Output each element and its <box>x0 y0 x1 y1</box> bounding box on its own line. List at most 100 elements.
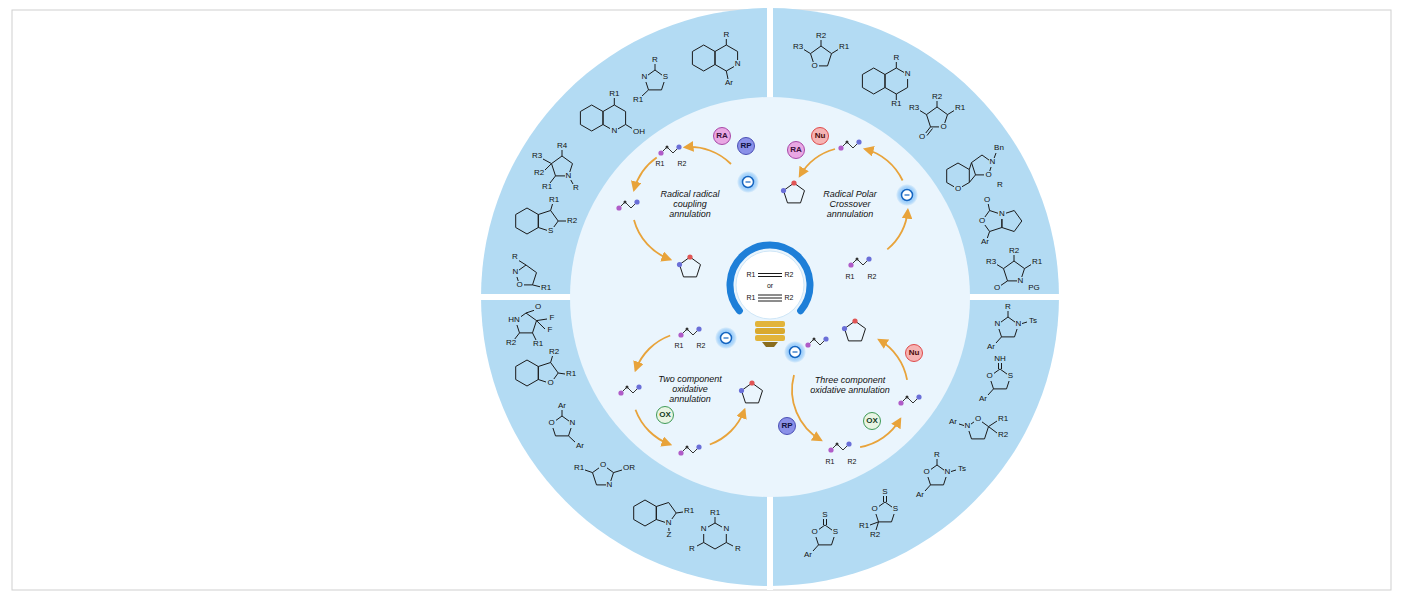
substituent-label: R1 <box>674 342 685 350</box>
molecule-structure <box>634 500 657 526</box>
intermediate-sketch <box>678 444 701 455</box>
atom-label: F <box>549 314 556 323</box>
light-bulb <box>758 298 782 299</box>
atom-label: Ar <box>803 551 813 560</box>
substituent-label: R2 <box>696 342 707 350</box>
molecule-structure <box>580 105 603 131</box>
molecule-structure <box>896 62 897 68</box>
atom-label: O <box>984 171 992 180</box>
photocatalyst-icon <box>784 341 806 363</box>
atom-label: R2 <box>505 339 517 348</box>
molecule-structure <box>1008 311 1009 317</box>
atom-label: N <box>998 210 1006 219</box>
molecule-structure <box>862 68 885 94</box>
atom-label: R2 <box>869 531 881 540</box>
atom-label: R1 <box>573 464 585 473</box>
substituent-label: R1 <box>746 294 757 302</box>
atom-label: N <box>994 320 1002 329</box>
atom-label: F <box>547 326 554 335</box>
atom-label: S <box>1007 372 1014 381</box>
atom-label: N <box>512 268 520 277</box>
reagent-circle: Nu <box>905 344 923 362</box>
reagent-label: Nu <box>815 132 826 140</box>
molecule-structure <box>876 522 879 530</box>
molecule-structure <box>634 500 683 531</box>
atom-label: R <box>933 451 941 460</box>
atom-label: R1 <box>548 196 560 205</box>
atom-label: S <box>832 528 839 537</box>
molecule-structure <box>989 427 998 433</box>
molecule-structure <box>982 203 1022 239</box>
light-bulb <box>755 328 785 334</box>
atom-label: R1 <box>954 104 966 113</box>
molecule-structure <box>989 421 998 427</box>
atom-label: N <box>1017 277 1025 286</box>
molecule-structure <box>580 98 633 131</box>
atom-label: R2 <box>1008 247 1020 256</box>
atom-label: R <box>1004 303 1012 312</box>
molecule-structure <box>883 496 884 502</box>
atom-label: Ar <box>575 442 585 451</box>
light-bulb <box>730 245 810 311</box>
atom-label: N <box>734 60 742 69</box>
atom-label: R4 <box>556 142 568 151</box>
reagent-label: RA <box>716 132 728 140</box>
reagent-circle: Nu <box>811 127 829 145</box>
molecule-structure <box>516 208 539 234</box>
atom-label: O <box>810 62 818 71</box>
light-bulb <box>762 342 778 347</box>
molecule-structure <box>826 519 827 525</box>
reagent-circle: RP <box>737 137 755 155</box>
substituent-label: R1 <box>746 271 757 279</box>
cycle-arrow <box>879 340 907 380</box>
light-bulb <box>755 321 785 327</box>
atom-label: R <box>722 31 730 40</box>
atom-label: O <box>515 281 523 290</box>
molecule-structure <box>514 310 547 340</box>
atom-label: R2 <box>815 32 827 41</box>
atom-label: R2 <box>548 348 560 357</box>
molecule-structure <box>927 129 933 136</box>
intermediate-sketch <box>658 144 681 155</box>
atom-label: S <box>881 488 888 497</box>
atom-label: R3 <box>792 43 804 52</box>
atom-label: R1 <box>838 43 850 52</box>
intermediate-sketch <box>677 254 701 277</box>
molecule-structure <box>516 204 566 234</box>
light-bulb <box>755 335 785 341</box>
reagent-label: Nu <box>909 349 920 357</box>
intermediate-sketch <box>805 336 828 347</box>
atom-label: R2 <box>997 431 1009 440</box>
atom-label: Ar <box>986 343 996 352</box>
atom-label: R1 <box>709 509 721 518</box>
atom-label: R <box>511 253 519 262</box>
atom-label: N <box>641 73 649 82</box>
substituent-label: R2 <box>784 271 795 279</box>
molecule-structure <box>655 64 656 70</box>
atom-label: Ar <box>948 418 958 427</box>
substituent-label: R2 <box>867 273 878 281</box>
atom-label: NH <box>993 355 1007 364</box>
intermediate-sketch <box>898 394 921 405</box>
inner-disc <box>570 97 970 497</box>
molecule-structure <box>947 153 996 189</box>
molecule-structure <box>886 496 887 502</box>
molecule-structure <box>813 545 819 551</box>
substituent-label: R1 <box>845 273 856 281</box>
intermediate-sketch <box>739 380 763 403</box>
atom-label: R3 <box>908 104 920 113</box>
molecule-structure <box>543 150 573 184</box>
light-bulb <box>758 276 782 277</box>
atom-label: O <box>922 468 930 477</box>
atom-label: S <box>892 505 899 514</box>
molecule-structure <box>558 221 566 222</box>
reagent-label: RA <box>790 146 802 154</box>
molecule-structure <box>969 163 971 170</box>
molecule-structure <box>614 98 615 105</box>
cycle-arrow <box>634 220 670 260</box>
atom-label: R1 <box>632 96 644 105</box>
atom-label: R1 <box>683 507 695 516</box>
substituent-label: or <box>766 282 774 290</box>
substituent-label: R1 <box>655 160 666 168</box>
